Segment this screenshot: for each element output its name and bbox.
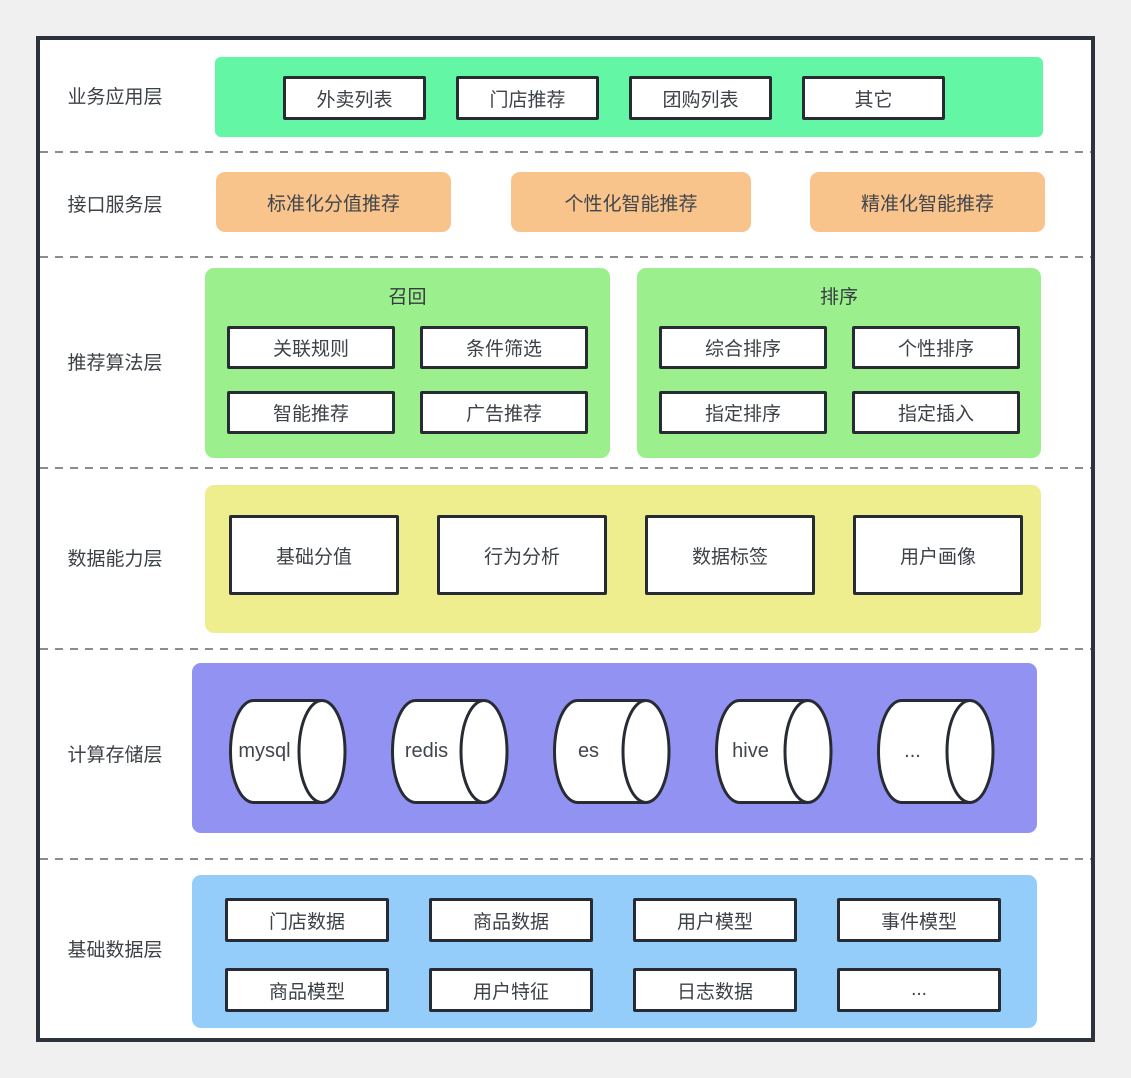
dashed-separator bbox=[40, 648, 1091, 650]
database-label: hive bbox=[732, 740, 769, 762]
node-box: 用户画像 bbox=[853, 515, 1023, 595]
node-box: 商品模型 bbox=[225, 968, 389, 1012]
layer-label-base-data: 基础数据层 bbox=[67, 939, 163, 961]
cylinder-icon bbox=[553, 699, 671, 804]
layer-row-storage: 计算存储层 mysql bbox=[40, 648, 1091, 858]
node-box: 门店数据 bbox=[225, 898, 389, 942]
layer-label-algorithm: 推荐算法层 bbox=[67, 353, 163, 374]
node-box: 智能推荐 bbox=[227, 391, 395, 434]
cylinder-icon bbox=[715, 699, 833, 804]
node-box: 关联规则 bbox=[227, 326, 395, 369]
node-box: 外卖列表 bbox=[283, 76, 426, 120]
layer-label-business-app: 业务应用层 bbox=[67, 87, 163, 108]
cylinder-icon bbox=[229, 699, 347, 804]
node-box: 指定插入 bbox=[852, 391, 1020, 434]
node-box: 条件筛选 bbox=[420, 326, 588, 369]
node-box: 日志数据 bbox=[633, 968, 797, 1012]
node-box: 基础分值 bbox=[229, 515, 399, 595]
node-box: 广告推荐 bbox=[420, 391, 588, 434]
database-cylinder: redis bbox=[390, 698, 509, 805]
dashed-separator bbox=[40, 151, 1091, 153]
layer-row-base-data: 基础数据层 门店数据 商品数据 用户模型 事件模型 商品模型 用户特征 日志数据… bbox=[40, 858, 1091, 1038]
node-box: 商品数据 bbox=[429, 898, 593, 942]
node-box: 个性排序 bbox=[852, 326, 1020, 369]
database-cylinder: mysql bbox=[228, 698, 347, 805]
dashed-separator bbox=[40, 256, 1091, 258]
node-box: 事件模型 bbox=[837, 898, 1001, 942]
diagram-frame: 业务应用层 外卖列表 门店推荐 团购列表 其它 接口服务层 标准化分值推荐 个性… bbox=[36, 36, 1095, 1042]
database-label: es bbox=[577, 740, 600, 762]
database-label: redis bbox=[404, 740, 449, 762]
database-cylinder: hive bbox=[714, 698, 833, 805]
node-box: 门店推荐 bbox=[456, 76, 599, 120]
storage-band: mysql redis bbox=[192, 663, 1037, 833]
layer-row-api-service: 接口服务层 标准化分值推荐 个性化智能推荐 精准化智能推荐 bbox=[40, 151, 1091, 256]
node-box: 数据标签 bbox=[645, 515, 815, 595]
dashed-separator bbox=[40, 858, 1091, 860]
layer-row-algorithm: 推荐算法层 召回 关联规则 条件筛选 智能推荐 广告推荐 排序 综合排序 个性排… bbox=[40, 256, 1091, 467]
node-box: 指定排序 bbox=[659, 391, 827, 434]
layer-label-api-service: 接口服务层 bbox=[67, 195, 163, 216]
database-label: mysql bbox=[238, 740, 291, 762]
layer-row-business-app: 业务应用层 外卖列表 门店推荐 团购列表 其它 bbox=[40, 40, 1091, 151]
cylinder-icon bbox=[391, 699, 509, 804]
panel-title-sort: 排序 bbox=[819, 287, 858, 308]
node-box: 行为分析 bbox=[437, 515, 607, 595]
layer-label-storage: 计算存储层 bbox=[67, 744, 163, 766]
node-box: 综合排序 bbox=[659, 326, 827, 369]
panel-title-recall: 召回 bbox=[388, 287, 427, 308]
service-pill: 个性化智能推荐 bbox=[511, 172, 751, 232]
node-box: 用户特征 bbox=[429, 968, 593, 1012]
cylinder-icon bbox=[877, 699, 995, 804]
sort-panel: 排序 综合排序 个性排序 指定排序 指定插入 bbox=[637, 268, 1041, 458]
database-cylinder: es bbox=[552, 698, 671, 805]
base-data-band: 门店数据 商品数据 用户模型 事件模型 商品模型 用户特征 日志数据 ... bbox=[192, 875, 1037, 1028]
node-box: 用户模型 bbox=[633, 898, 797, 942]
database-label: ... bbox=[904, 740, 921, 762]
service-pill: 精准化智能推荐 bbox=[810, 172, 1045, 232]
recall-panel: 召回 关联规则 条件筛选 智能推荐 广告推荐 bbox=[205, 268, 610, 458]
database-cylinder: ... bbox=[876, 698, 995, 805]
layer-label-data-ability: 数据能力层 bbox=[67, 549, 163, 570]
data-ability-band: 基础分值 行为分析 数据标签 用户画像 bbox=[205, 485, 1041, 633]
node-box: 团购列表 bbox=[629, 76, 772, 120]
service-pill: 标准化分值推荐 bbox=[216, 172, 451, 232]
business-app-band: 外卖列表 门店推荐 团购列表 其它 bbox=[215, 57, 1043, 137]
node-box: ... bbox=[837, 968, 1001, 1012]
dashed-separator bbox=[40, 467, 1091, 469]
node-box: 其它 bbox=[802, 76, 945, 120]
layer-row-data-ability: 数据能力层 基础分值 行为分析 数据标签 用户画像 bbox=[40, 467, 1091, 648]
